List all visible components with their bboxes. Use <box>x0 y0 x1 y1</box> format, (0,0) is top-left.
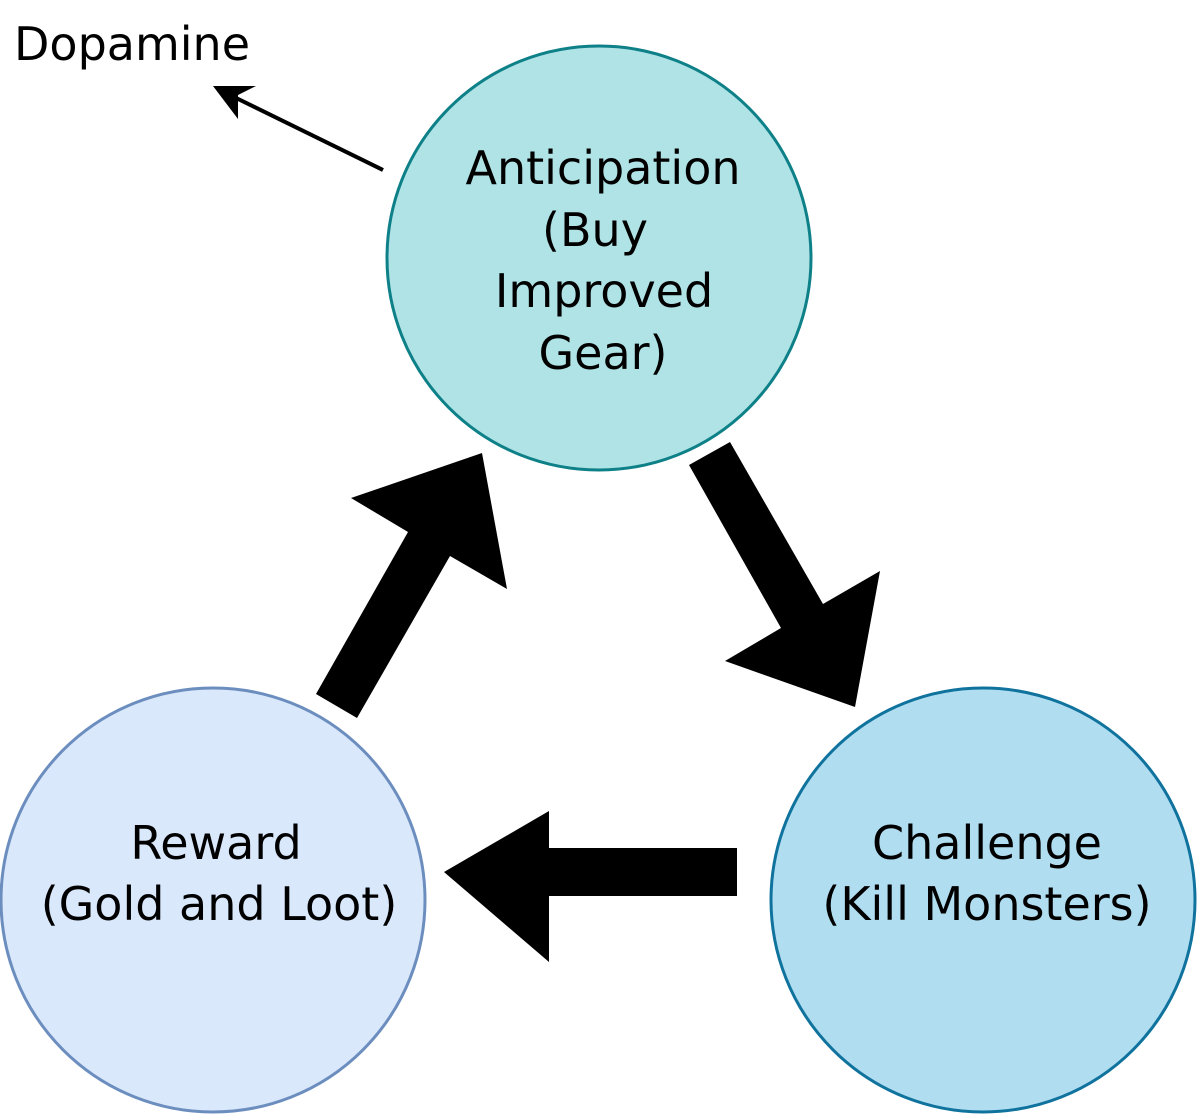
challenge-label-2: (Kill Monsters) <box>822 877 1151 931</box>
reward-label-1: Reward <box>130 816 301 870</box>
arrow-reward-to-anticipation <box>316 453 507 718</box>
anticipation-label-1: Anticipation <box>465 141 740 195</box>
dopamine-arrow-head <box>213 86 256 119</box>
challenge-label-1: Challenge <box>872 816 1102 870</box>
reward-label-2: (Gold and Loot) <box>41 877 398 931</box>
reward-node <box>0 686 427 1114</box>
dopamine-arrow-line <box>227 92 384 172</box>
arrow-anticipation-to-challenge <box>689 442 880 707</box>
arrow-challenge-to-reward <box>444 811 737 962</box>
anticipation-label-3: Improved <box>495 264 713 318</box>
anticipation-node <box>385 44 813 472</box>
dopamine-label: Dopamine <box>14 17 250 71</box>
anticipation-label-2: (Buy <box>542 203 648 257</box>
anticipation-label-4: Gear) <box>539 326 668 380</box>
challenge-node <box>769 686 1197 1114</box>
